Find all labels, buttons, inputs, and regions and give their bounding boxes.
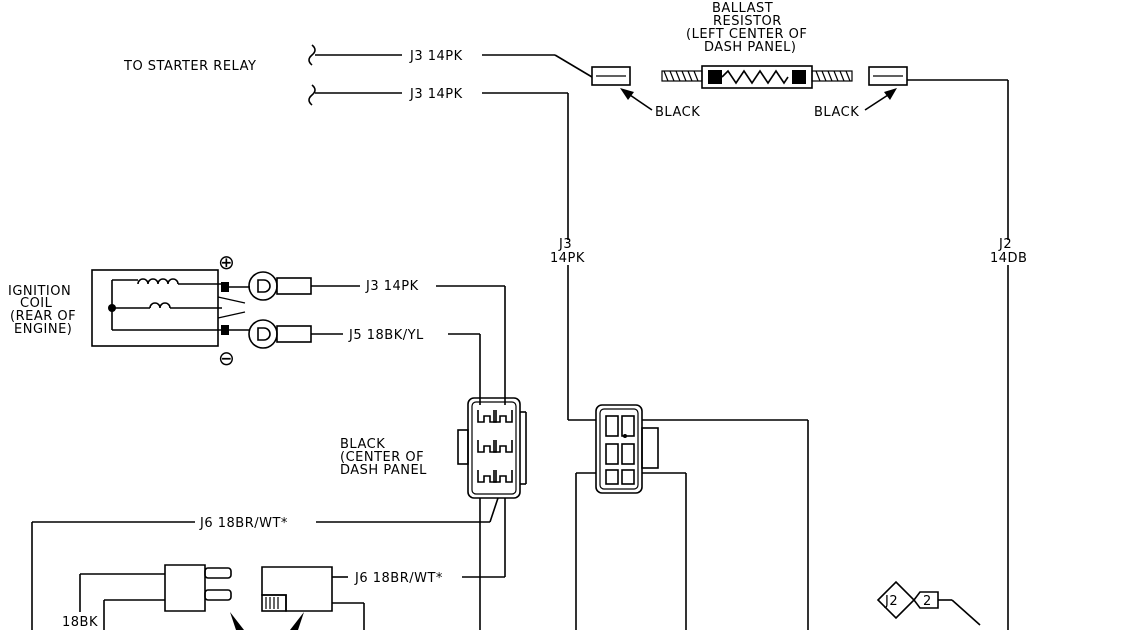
ballast-label-2: RESISTOR bbox=[713, 14, 782, 29]
to-starter-relay-label: TO STARTER RELAY bbox=[123, 59, 256, 74]
black-center-label-1: BLACK bbox=[340, 437, 385, 452]
ballast-label-1: BALLAST bbox=[712, 1, 773, 16]
ballast-resistor bbox=[591, 65, 1008, 89]
coil-minus-terminal: ⊖ bbox=[218, 346, 235, 370]
splice-2-label: 2 bbox=[923, 594, 932, 609]
wire-label-j3-coil: J3 14PK bbox=[365, 279, 419, 294]
wire-label-j5: J5 18BK/YL bbox=[348, 328, 424, 343]
j2-vertical-label-1: J2 bbox=[998, 237, 1012, 252]
coil-label-3: (REAR OF bbox=[10, 309, 76, 324]
j3-vertical-label-2: 14PK bbox=[550, 251, 585, 266]
coil-label-1: IGNITION bbox=[8, 284, 71, 299]
wire-label-18bk: 18BK bbox=[62, 615, 98, 630]
wire-label-j6-top: J6 18BR/WT* bbox=[199, 516, 288, 531]
lower-connector-pair bbox=[79, 564, 365, 630]
coil-label-2: COIL bbox=[20, 296, 53, 311]
j2-splice bbox=[876, 580, 981, 626]
black-label-left: BLACK bbox=[655, 105, 700, 120]
ballast-label-4: DASH PANEL) bbox=[704, 40, 797, 55]
black-connector-arrows bbox=[620, 88, 897, 111]
center-connector bbox=[457, 397, 527, 499]
black-label-right: BLACK bbox=[814, 105, 859, 120]
ballast-label-3: (LEFT CENTER OF bbox=[686, 27, 807, 42]
wire-label-j6-mid: J6 18BR/WT* bbox=[354, 571, 443, 586]
coil-ring-terminals bbox=[248, 271, 360, 349]
j2-vertical-label-2: 14DB bbox=[990, 251, 1027, 266]
right-connector bbox=[595, 404, 659, 494]
coil-label-4: ENGINE) bbox=[14, 322, 72, 337]
splice-j2-label: J2 bbox=[884, 594, 898, 609]
black-center-label-3: DASH PANEL bbox=[340, 463, 427, 478]
j3-vertical-label-1: J3 bbox=[558, 237, 572, 252]
black-center-label-2: (CENTER OF bbox=[340, 450, 424, 465]
starter-relay-wires bbox=[308, 44, 593, 106]
coil-plus-terminal: ⊕ bbox=[218, 250, 235, 274]
wire-label-j3-top2: J3 14PK bbox=[409, 87, 463, 102]
ignition-coil bbox=[91, 269, 250, 347]
wire-label-j3-top1: J3 14PK bbox=[409, 49, 463, 64]
